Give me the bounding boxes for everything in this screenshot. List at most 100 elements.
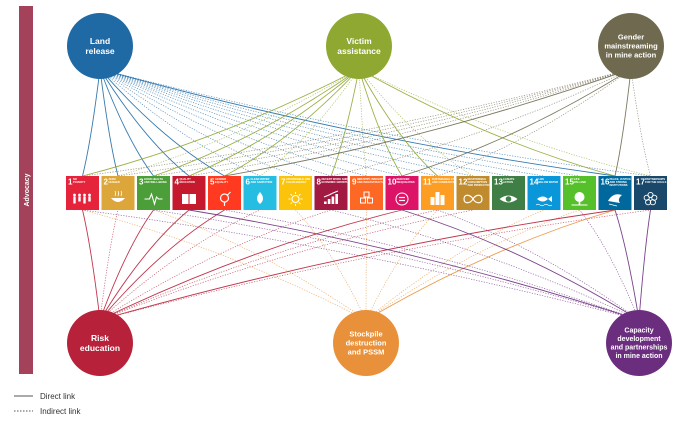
sdg-title-line: PEACE, JUSTICE <box>610 177 632 181</box>
indirect-link-line <box>188 68 632 177</box>
buildings-icon <box>430 192 445 205</box>
indirect-link-line <box>99 68 296 177</box>
sdg-title-line: CLIMATE <box>503 177 515 181</box>
gender-icon <box>219 191 231 206</box>
sdg-title-line: CLEAN ENERGY <box>286 180 307 184</box>
sdg-title-line: POVERTY <box>73 180 86 184</box>
growth-chart-icon <box>323 190 339 204</box>
pillar-circle <box>326 13 392 79</box>
pillar-circle <box>606 310 672 376</box>
direct-link-line <box>99 209 403 321</box>
indirect-link-line <box>99 68 438 177</box>
indirect-link-line <box>153 209 367 321</box>
indirect-link-line <box>99 68 332 177</box>
direct-link-line <box>99 69 119 177</box>
indirect-link-line <box>358 69 367 177</box>
sdg-tile-bg <box>137 176 170 210</box>
sdg-title-line: AND SANITATION <box>251 180 273 184</box>
pillar-label-line: mainstreaming <box>604 42 658 51</box>
pillar-label-line: assistance <box>337 46 381 56</box>
sdg-number: 7 <box>281 178 286 187</box>
sdg-title-line: EQUALITY <box>215 180 228 184</box>
sdg-title-line: ZERO <box>109 177 116 181</box>
indirect-link-line <box>99 68 545 177</box>
pillar-label-line: and partnerships <box>611 345 668 352</box>
sdg-number: 1 <box>68 178 73 187</box>
pillar-nodes: LandreleaseVictimassistanceGendermainstr… <box>67 13 672 376</box>
sdg-title-line: PARTNERSHIPS <box>645 177 665 181</box>
indirect-link-line <box>579 209 640 321</box>
indirect-link-line <box>330 209 640 321</box>
sdg-title-line: AND WELL-BEING <box>144 180 167 184</box>
sdg-number: 17 <box>636 178 645 187</box>
indirect-link-line <box>365 209 580 321</box>
indirect-link-line <box>82 68 632 177</box>
indirect-link-line <box>82 209 640 321</box>
indirect-link-line <box>99 209 474 321</box>
sdg-title-line: NO <box>73 177 77 181</box>
indirect-link-line <box>99 209 332 321</box>
indirect-link-line <box>99 209 651 321</box>
sdg-number: 12 <box>459 178 468 187</box>
sdg-number: 6 <box>246 178 251 187</box>
legend-direct-label: Direct link <box>40 392 76 401</box>
indirect-link-line <box>99 68 580 177</box>
direct-link-line <box>188 209 640 321</box>
legend-indirect-label: Indirect link <box>40 407 81 416</box>
direct-link-line <box>188 68 360 177</box>
sdg-title-line: INDUSTRY, INNOVATION <box>357 177 387 181</box>
sdg-tile-bg <box>314 176 348 210</box>
sdg-tile-bg <box>527 176 561 210</box>
sdg-title-line: ON LAND <box>574 180 586 184</box>
direct-link-line <box>401 209 640 321</box>
pillar-label-line: release <box>85 46 115 56</box>
indirect-link-line <box>365 209 545 321</box>
pillar-label-line: in mine action <box>615 353 662 360</box>
sdg-title-line: AND COMMUNITIES <box>432 180 457 184</box>
direct-link-line <box>99 68 616 177</box>
water-drop-icon <box>257 192 263 204</box>
eye-globe-icon <box>499 195 518 203</box>
pillar-circle <box>333 310 399 376</box>
sun-icon <box>288 192 303 206</box>
infinity-icon <box>463 194 483 204</box>
direct-link-line <box>99 68 225 177</box>
direct-link-line <box>99 209 225 321</box>
sdg-title-line: CLEAN WATER <box>251 177 270 181</box>
cubes-icon <box>360 191 373 204</box>
sdg-title-line: ACTION <box>503 180 513 184</box>
sdg-title-line: LIFE <box>539 177 545 181</box>
pillar-label-line: education <box>80 343 120 353</box>
sdg-title-line: CONSUMPTION <box>468 180 488 184</box>
flower-icon <box>643 191 658 206</box>
direct-link-line <box>365 209 616 321</box>
sdg-title-line: GENDER <box>215 177 226 181</box>
indirect-link-line <box>99 209 119 320</box>
sdg-number: 10 <box>388 178 397 187</box>
direct-link-line <box>82 209 101 320</box>
direct-link-line <box>638 209 651 320</box>
direct-link-line <box>614 69 632 177</box>
direct-link-line <box>99 68 154 177</box>
indirect-link-line <box>99 68 651 177</box>
sdg-number: 11 <box>423 178 432 187</box>
pillar-label-line: Land <box>90 36 110 46</box>
pillar-label-line: and PSSM <box>348 348 385 357</box>
pillar-label-line: development <box>617 336 661 343</box>
indirect-link-line <box>82 209 367 321</box>
dove-icon <box>608 194 622 207</box>
pillar-label-line: Capacity <box>624 328 653 335</box>
direct-link-line <box>82 69 101 177</box>
sdg-number: 15 <box>565 178 574 187</box>
indirect-link-line <box>630 69 651 177</box>
sdg-title-line: AND STRONG <box>610 180 627 184</box>
